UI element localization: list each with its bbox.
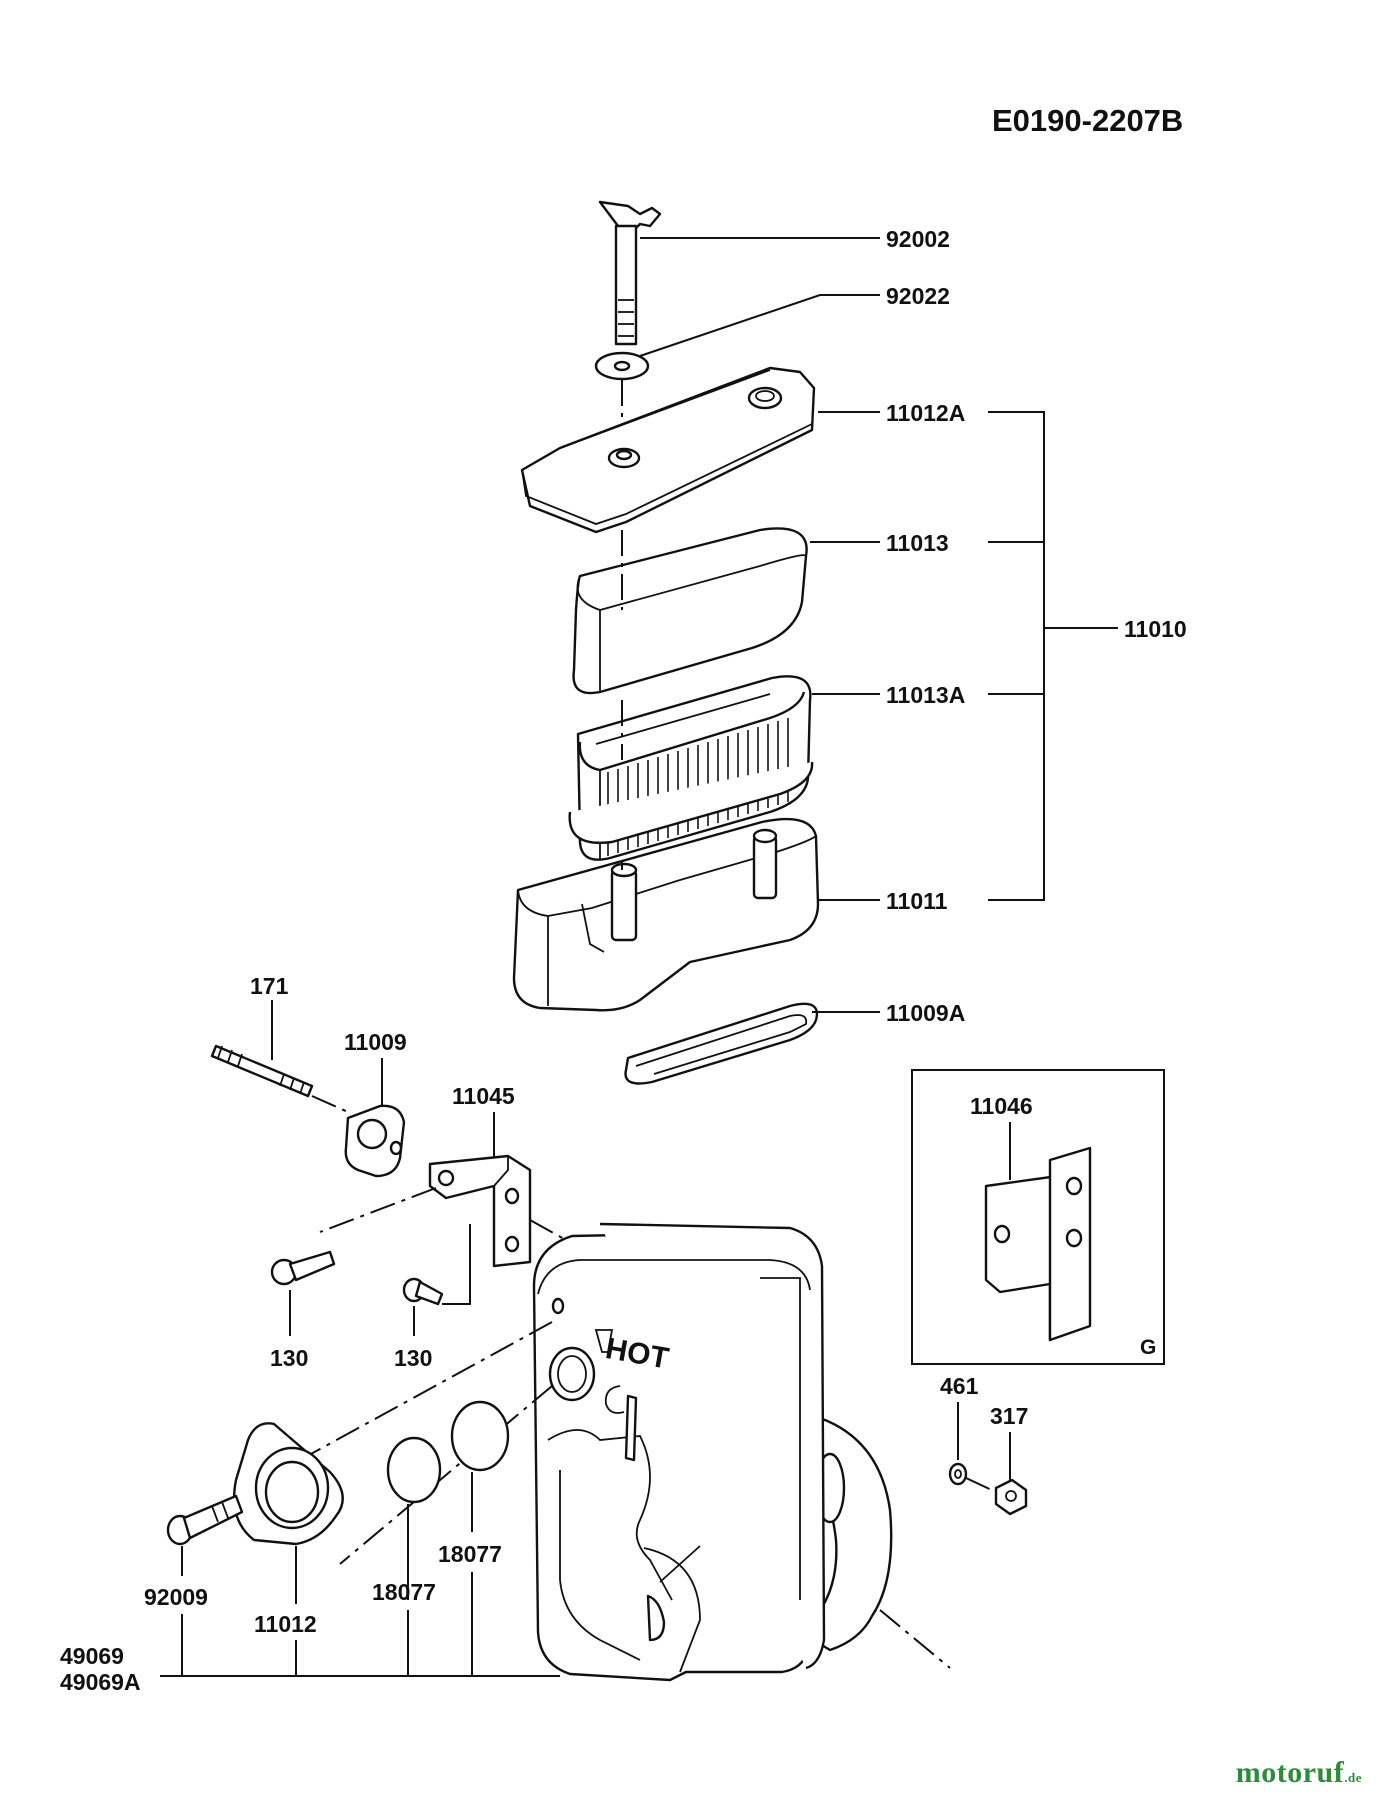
callout-18077-front: 18077 [372,1579,436,1605]
air-cleaner-base-11011 [512,817,820,1012]
bracket-11046 [984,1146,1092,1342]
callout-18077-back: 18077 [438,1541,502,1567]
callout-461: 461 [940,1373,979,1399]
callout-11011: 11011 [886,888,948,914]
plug-18077-front [386,1436,442,1504]
air-cleaner-cover-11012A [520,366,816,534]
bracket-11045 [428,1154,532,1268]
watermark-logo: motoruf.de [1235,1756,1362,1789]
plug-18077-back [450,1400,510,1472]
washer-92022 [594,351,650,381]
callout-171: 171 [250,973,289,999]
callout-317: 317 [990,1403,1028,1429]
stud-171 [210,1044,314,1098]
callout-11012: 11012 [254,1611,317,1637]
callout-11009A: 11009A [886,1000,965,1026]
inset-tag: G [1140,1336,1156,1359]
callout-11012A: 11012A [886,400,965,426]
callout-49069: 49069 [60,1643,124,1669]
bolt-130-mid [402,1277,444,1306]
wing-bolt-92002 [598,200,662,346]
filter-element-11013A [568,675,814,861]
bolt-130-left [270,1250,336,1286]
callout-130-left: 130 [270,1345,308,1371]
callout-11009: 11009 [344,1029,407,1055]
callout-11013: 11013 [886,530,949,556]
muffler-49069: HOT [532,1222,893,1682]
flange-11012 [232,1422,344,1546]
callout-49069A: 49069A [60,1669,141,1695]
callout-130-mid: 130 [394,1345,432,1371]
callout-92022: 92022 [886,283,950,309]
callout-11010: 11010 [1124,616,1187,642]
callout-11045: 11045 [452,1083,515,1109]
inset-box-alternate-bracket: 11046 G [911,1069,1165,1365]
diagram-code: E0190-2207B [992,103,1183,138]
callout-92002: 92002 [886,226,950,252]
seal-ring-11009A [624,1002,819,1085]
pre-filter-11013 [572,527,808,695]
callout-11013A: 11013A [886,682,965,708]
washer-461 [948,1462,968,1486]
callout-11046: 11046 [970,1093,1033,1119]
bolt-92009 [166,1494,244,1546]
gasket-11009 [344,1104,406,1178]
nut-317 [994,1478,1028,1516]
callout-92009: 92009 [144,1584,208,1610]
